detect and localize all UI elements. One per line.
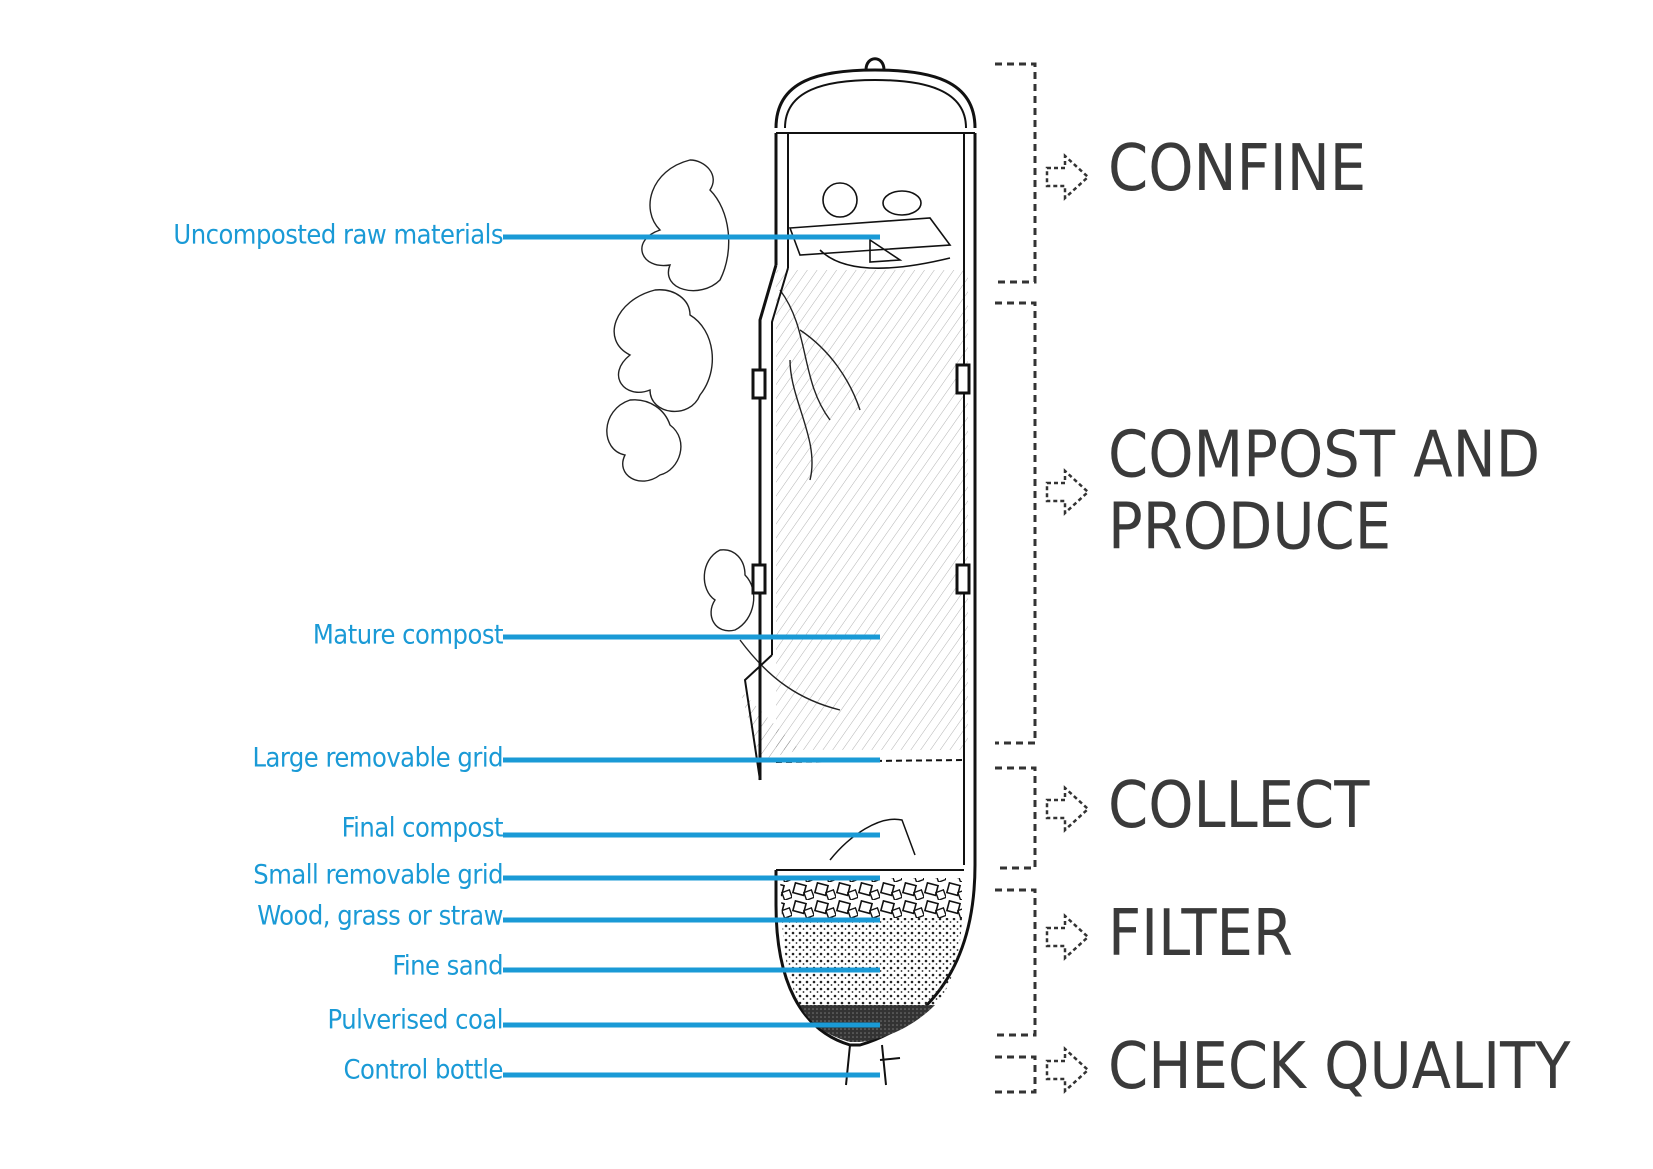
stage-compost-line-2: PRODUCE — [1108, 490, 1392, 564]
arrow-check-icon — [1045, 1046, 1090, 1094]
leader-lines — [503, 234, 880, 1078]
label-control-bottle: Control bottle — [343, 1054, 504, 1086]
stage-confine: CONFINE — [1108, 132, 1367, 207]
stage-check-line: CHECK QUALITY — [1108, 1030, 1571, 1105]
stage-brackets — [995, 62, 1037, 1094]
stage-compost-and-produce: COMPOST AND PRODUCE — [1108, 420, 1540, 563]
bracket-collect — [995, 766, 1037, 870]
arrow-confine-icon — [1045, 153, 1090, 201]
stage-filter-line: FILTER — [1108, 897, 1293, 972]
arrow-collect-icon — [1045, 785, 1090, 833]
compost-hatching — [740, 270, 968, 760]
stage-confine-line: CONFINE — [1108, 132, 1367, 207]
bracket-compost — [995, 301, 1037, 745]
bracket-check — [995, 1055, 1037, 1094]
stage-check-quality: CHECK QUALITY — [1108, 1030, 1571, 1105]
label-small-removable-grid: Small removable grid — [253, 859, 503, 891]
label-uncomposted-raw-materials: Uncomposted raw materials — [173, 219, 503, 251]
label-mature-compost: Mature compost — [312, 619, 504, 651]
arrow-filter-icon — [1045, 913, 1090, 961]
composter-column — [743, 57, 977, 1086]
stage-collect-line: COLLECT — [1108, 769, 1370, 844]
arrow-compost-icon — [1045, 468, 1090, 516]
stage-filter: FILTER — [1108, 897, 1293, 972]
plant-sketch — [606, 159, 861, 711]
bracket-confine — [995, 62, 1037, 284]
stage-arrows — [1045, 153, 1090, 1094]
label-large-removable-grid: Large removable grid — [252, 742, 503, 774]
stage-collect: COLLECT — [1108, 769, 1370, 844]
stage-compost-line-1: COMPOST AND — [1108, 418, 1541, 493]
label-final-compost: Final compost — [341, 812, 504, 844]
label-pulverised-coal: Pulverised coal — [327, 1004, 504, 1036]
raw-materials-sketch — [788, 182, 952, 270]
label-fine-sand: Fine sand — [392, 950, 503, 982]
bracket-filter — [995, 888, 1037, 1037]
label-wood-grass-straw: Wood, grass or straw — [257, 900, 503, 932]
